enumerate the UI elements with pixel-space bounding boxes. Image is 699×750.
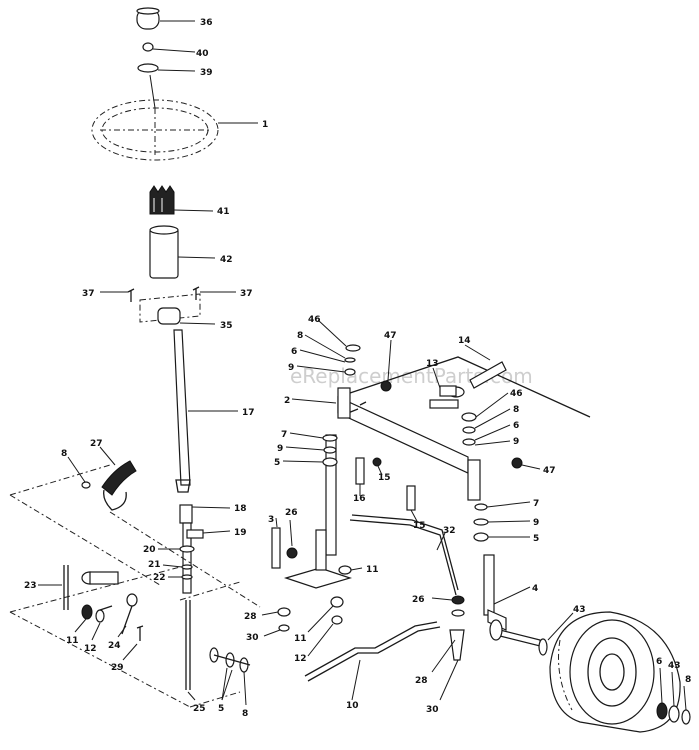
callout-15-upper: 15	[378, 473, 391, 483]
callout-12-left: 12	[84, 644, 97, 654]
callout-9-upper: 9	[288, 363, 294, 373]
callout-40: 40	[196, 49, 209, 59]
callout-9-lower-right: 9	[533, 518, 539, 528]
callout-6-right: 6	[513, 421, 519, 431]
callout-5-right: 5	[533, 534, 539, 544]
callout-35: 35	[220, 321, 233, 331]
column-bushing	[149, 225, 179, 279]
axle-pins	[355, 385, 465, 511]
bolt-25	[185, 600, 191, 690]
callout-13: 13	[426, 359, 439, 369]
callout-8-left: 8	[61, 449, 67, 459]
bushing-left	[81, 571, 119, 585]
drag-link	[349, 514, 459, 596]
spindle-left	[325, 387, 351, 556]
callout-7-left: 7	[281, 430, 287, 440]
callout-5-left: 5	[274, 458, 280, 468]
pin-left	[127, 288, 135, 302]
callout-8-wheel: 8	[685, 675, 691, 685]
callout-43-wheel: 43	[668, 661, 681, 671]
callout-26-right: 26	[412, 595, 425, 605]
callout-19: 19	[234, 528, 247, 538]
callout-12-lower: 12	[294, 654, 307, 664]
steering-bracket	[271, 527, 353, 589]
callout-11-lower: 11	[294, 634, 307, 644]
pin-right	[192, 286, 200, 300]
tie-bar-left	[63, 565, 69, 610]
callout-16: 16	[353, 494, 366, 504]
callout-21: 21	[148, 560, 161, 570]
spindle-4	[487, 609, 541, 647]
steering-nut	[142, 42, 154, 52]
callout-7-right: 7	[533, 499, 539, 509]
tie-rod	[304, 621, 441, 682]
callout-15-lower: 15	[413, 521, 426, 531]
callout-1: 1	[262, 120, 268, 130]
callout-32: 32	[443, 526, 456, 536]
callout-43-top: 43	[573, 605, 586, 615]
callout-29: 29	[111, 663, 124, 673]
callout-27: 27	[90, 439, 103, 449]
callout-8-right: 8	[513, 405, 519, 415]
callout-47-top: 47	[384, 331, 397, 341]
column-support	[139, 293, 201, 325]
callout-25: 25	[193, 704, 206, 714]
washer-43	[538, 638, 548, 656]
callout-5-bottom: 5	[218, 704, 224, 714]
callout-14: 14	[458, 336, 471, 346]
callout-24: 24	[108, 641, 121, 651]
lower-shaft	[179, 504, 204, 594]
callout-11-center: 11	[366, 565, 379, 575]
callout-37-right: 37	[240, 289, 253, 299]
callout-26-center: 26	[285, 508, 298, 518]
callout-36: 36	[200, 18, 213, 28]
bolt-14	[469, 361, 507, 389]
steering-cap	[136, 7, 160, 30]
callout-9-right: 9	[513, 437, 519, 447]
callout-46-left: 46	[308, 315, 321, 325]
steering-shaft	[173, 329, 191, 493]
callout-30-right: 30	[426, 705, 439, 715]
callout-28-center: 28	[244, 612, 257, 622]
callout-22: 22	[153, 573, 166, 583]
frame-lower	[9, 464, 261, 708]
front-wheel	[549, 611, 681, 733]
callout-18: 18	[234, 504, 247, 514]
fitting-8-left	[81, 481, 91, 489]
callout-8-bottom: 8	[242, 709, 248, 719]
callout-10: 10	[346, 701, 359, 711]
callout-42: 42	[220, 255, 233, 265]
callout-17: 17	[242, 408, 255, 418]
callout-9-left: 9	[277, 444, 283, 454]
sector-gear	[101, 460, 137, 511]
callout-41: 41	[217, 207, 230, 217]
callout-8-upper: 8	[297, 331, 303, 341]
steering-washer	[137, 63, 159, 73]
spacers-5-8	[209, 647, 251, 673]
callout-46-right: 46	[510, 389, 523, 399]
spindle-washers-right	[449, 595, 465, 661]
callout-30-center: 30	[246, 633, 259, 643]
callout-4: 4	[532, 584, 538, 594]
steering-wheel	[91, 74, 219, 161]
callout-39: 39	[200, 68, 213, 78]
grease-fittings	[372, 380, 523, 469]
bushing-12-left	[95, 605, 113, 623]
callout-6-upper: 6	[291, 347, 297, 357]
callout-37-left: 37	[82, 289, 95, 299]
pin-29	[136, 625, 144, 641]
callout-28-right: 28	[415, 676, 428, 686]
lower-washers-center	[277, 596, 344, 632]
washer-stack-right	[461, 412, 489, 542]
callout-3: 3	[268, 515, 274, 525]
callout-20: 20	[143, 545, 156, 555]
callout-23: 23	[24, 581, 37, 591]
washer-11-left	[81, 604, 93, 620]
callout-47-right: 47	[543, 466, 556, 476]
column-gear	[149, 185, 175, 215]
callout-2: 2	[284, 396, 290, 406]
callout-6-wheel: 6	[656, 657, 662, 667]
callout-11-left: 11	[66, 636, 79, 646]
